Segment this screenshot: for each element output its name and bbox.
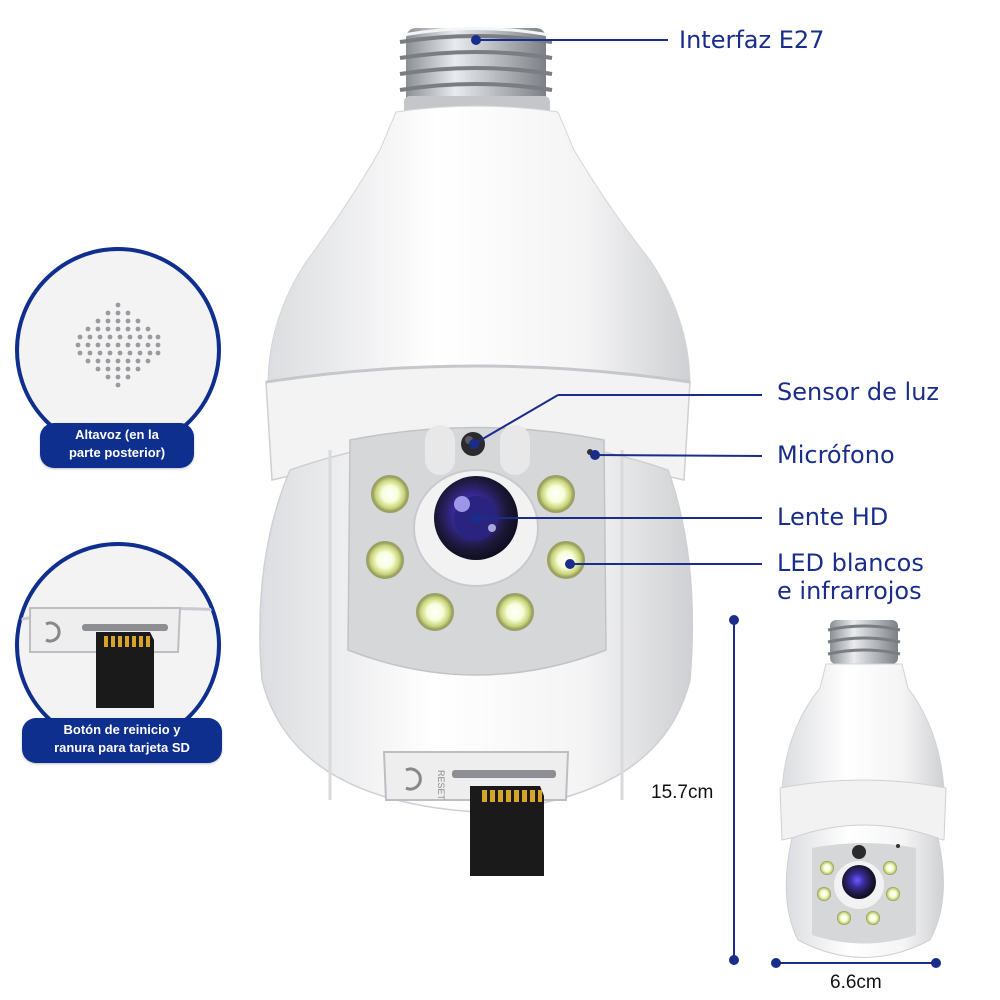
dimension-lines <box>729 615 941 968</box>
reset-caption: Botón de reinicio y ranura para tarjeta … <box>22 718 222 763</box>
callout-e27-interface: Interfaz E27 <box>679 26 825 54</box>
sd-card-main <box>470 786 544 876</box>
callout-hd-lens: Lente HD <box>777 503 889 531</box>
reset-engraving: RESET <box>436 770 446 801</box>
speaker-caption-line1: Altavoz (en la <box>75 427 159 442</box>
main-camera: RESET <box>259 27 694 876</box>
reset-inset <box>15 542 221 748</box>
speaker-inset <box>15 247 221 453</box>
height-dimension: 15.7cm <box>651 782 714 803</box>
reset-caption-line1: Botón de reinicio y <box>63 722 181 737</box>
callout-leds-line1: LED blancos <box>777 549 924 577</box>
callout-microphone: Micrófono <box>777 441 895 469</box>
callout-leds-line2: e infrarrojos <box>777 577 922 605</box>
reset-caption-line2: ranura para tarjeta SD <box>54 740 190 755</box>
speaker-caption-line2: parte posterior) <box>68 445 166 460</box>
width-dimension: 6.6cm <box>830 972 882 993</box>
callout-light-sensor: Sensor de luz <box>777 378 939 406</box>
thumbnail-camera <box>779 620 947 958</box>
led-array <box>366 475 585 631</box>
speaker-caption: Altavoz (en la parte posterior) <box>40 423 194 468</box>
callout-lines <box>469 35 763 569</box>
